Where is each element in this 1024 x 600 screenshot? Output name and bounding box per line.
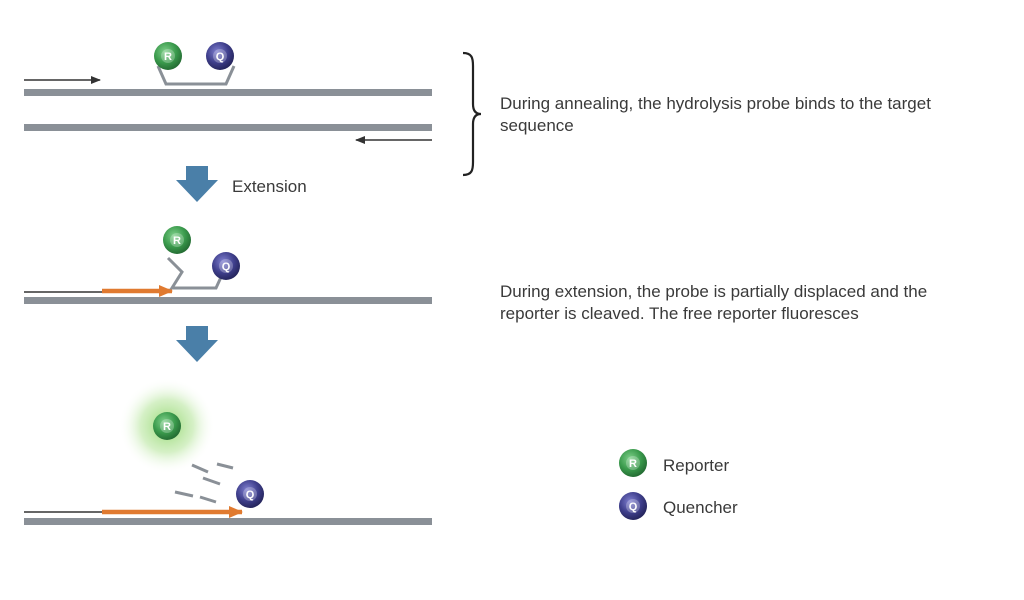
svg-text:Q: Q: [216, 51, 225, 63]
extension-dna-strand: [24, 297, 432, 304]
probe-fragments: [174, 462, 234, 504]
bound-probe-linker: [156, 65, 236, 86]
extension-step: R Q: [24, 226, 432, 304]
extension-label: Extension: [232, 177, 307, 196]
svg-text:R: R: [629, 458, 637, 470]
annealing-description: During annealing, the hydrolysis probe b…: [500, 94, 931, 135]
svg-text:Q: Q: [222, 261, 231, 273]
svg-text:R: R: [163, 421, 171, 433]
free-reporter-badge: R: [153, 412, 181, 440]
svg-text:Q: Q: [246, 489, 255, 501]
final-dna-strand: [24, 518, 432, 525]
legend-quencher-badge: Q: [619, 492, 647, 520]
legend-reporter-label: Reporter: [663, 456, 730, 475]
quencher-badge: Q: [236, 480, 264, 508]
svg-text:R: R: [173, 235, 181, 247]
annealing-brace: [462, 51, 482, 177]
quencher-badge: Q: [206, 42, 234, 70]
legend-quencher-label: Quencher: [663, 498, 738, 517]
cleavage-step: R Q: [24, 378, 432, 525]
svg-text:Q: Q: [629, 501, 638, 513]
reporter-badge: R: [154, 42, 182, 70]
step-arrow-down-icon: [176, 326, 218, 362]
extension-description: During extension, the probe is partially…: [500, 282, 928, 323]
top-dna-strand: [24, 89, 432, 96]
reporter-badge: R: [163, 226, 191, 254]
displaced-probe-linker: [166, 256, 224, 290]
bottom-dna-strand: [24, 124, 432, 131]
step-arrow-down-icon: [176, 166, 218, 202]
legend-reporter-badge: R: [619, 449, 647, 477]
svg-text:R: R: [164, 51, 172, 63]
quencher-badge: Q: [212, 252, 240, 280]
annealing-step: R Q: [24, 42, 482, 177]
